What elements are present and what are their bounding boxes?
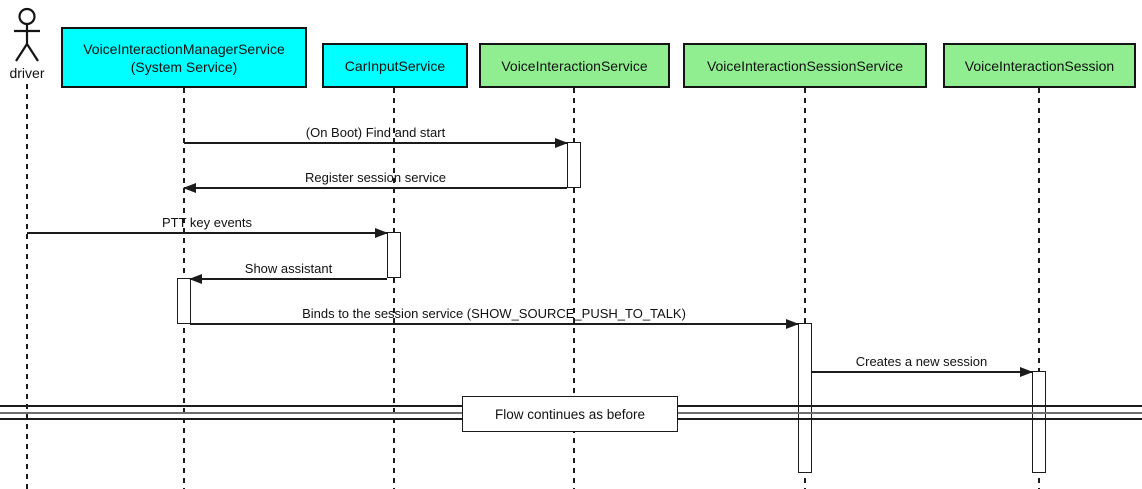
message-label: PTT key events xyxy=(161,215,253,230)
participant-voiceinteractionsessionservice: VoiceInteractionSessionService xyxy=(683,43,927,88)
lifeline-driver xyxy=(26,84,28,489)
arrowhead-right-icon xyxy=(555,138,568,148)
message-label: Binds to the session service (SHOW_SOURC… xyxy=(302,306,686,321)
activation-voiceinteractionsessionservice xyxy=(798,323,812,473)
participant-label: VoiceInteractionManagerService xyxy=(83,40,285,57)
lifeline-voiceinteractionservice xyxy=(573,88,575,489)
participant-voiceinteractionsession: VoiceInteractionSession xyxy=(943,43,1136,88)
activation-carinputservice xyxy=(387,232,401,278)
message-line xyxy=(811,371,1032,373)
arrowhead-left-icon xyxy=(189,274,202,284)
actor-driver-label: driver xyxy=(9,65,45,81)
participant-voiceinteractionservice: VoiceInteractionService xyxy=(479,43,670,88)
message-binds-to-session-service: Binds to the session service (SHOW_SOURC… xyxy=(190,303,799,329)
participant-label: CarInputService xyxy=(344,57,446,74)
message-creates-a-new-session: Creates a new session xyxy=(811,351,1033,377)
lifeline-voiceinteractionsession xyxy=(1038,88,1040,489)
message-show-assistant: Show assistant xyxy=(189,258,387,284)
participant-label: VoiceInteractionSessionService xyxy=(706,57,904,74)
participant-sublabel: (System Service) xyxy=(130,58,238,75)
activation-voiceinteractionsession xyxy=(1032,371,1046,473)
message-register-session-service: Register session service xyxy=(183,167,567,193)
message-line xyxy=(190,323,798,325)
participant-label: VoiceInteractionSession xyxy=(964,57,1115,74)
message-label: (On Boot) Find and start xyxy=(305,125,446,140)
lifeline-voiceinteractionsessionservice xyxy=(804,88,806,489)
arrowhead-right-icon xyxy=(1020,367,1033,377)
lifeline-carinputservice xyxy=(393,88,395,489)
message-line xyxy=(27,232,387,234)
message-label: Register session service xyxy=(305,170,446,185)
arrowhead-left-icon xyxy=(183,183,196,193)
participant-carinputservice: CarInputService xyxy=(322,43,468,88)
message-label: Creates a new session xyxy=(855,354,988,369)
participant-voiceinteractionmanagerservice: VoiceInteractionManagerService (System S… xyxy=(61,27,307,88)
activation-voiceinteractionservice xyxy=(567,142,581,188)
message-on-boot-find-and-start: (On Boot) Find and start xyxy=(184,122,568,148)
message-line xyxy=(184,187,567,189)
arrowhead-right-icon xyxy=(375,228,388,238)
message-line xyxy=(190,278,387,280)
message-label: Show assistant xyxy=(244,261,333,276)
activation-voiceinteractionmanagerservice xyxy=(177,278,191,324)
divider-label: Flow continues as before xyxy=(462,396,678,432)
actor-icon xyxy=(14,7,40,62)
participant-label: VoiceInteractionService xyxy=(501,57,648,74)
message-line xyxy=(184,142,567,144)
message-ptt-key-events: PTT key events xyxy=(27,212,388,238)
arrowhead-right-icon xyxy=(786,319,799,329)
